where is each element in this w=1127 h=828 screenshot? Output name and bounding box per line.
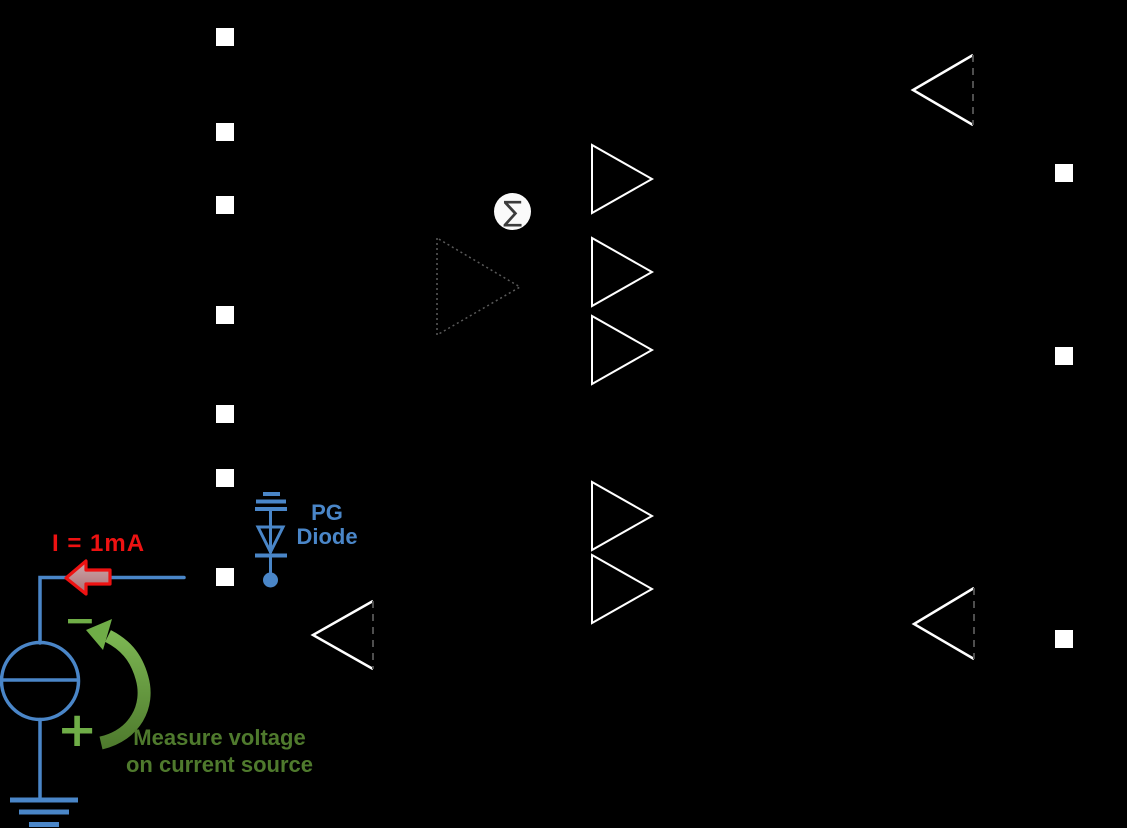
pg-diode-label-line1: PG bbox=[311, 500, 343, 525]
pin-pad-left-1 bbox=[216, 28, 234, 46]
pin-pad-left-5 bbox=[216, 405, 234, 423]
pg-diode-label: PG Diode bbox=[285, 501, 369, 549]
summation-symbol: ∑ bbox=[503, 195, 522, 228]
buffer-triangle-right-1-icon bbox=[591, 143, 655, 215]
pg-diode-label-line2: Diode bbox=[296, 524, 358, 549]
buffer-triangle-right-3-icon bbox=[591, 314, 655, 386]
pin-pad-left-6 bbox=[216, 469, 234, 487]
buffer-triangle-left-bottom-left-icon bbox=[310, 599, 374, 671]
buffer-triangle-right-5-icon bbox=[591, 553, 655, 625]
amplifier-triangle-dotted-icon bbox=[436, 236, 522, 337]
buffer-triangle-left-bottom-right-icon bbox=[911, 586, 975, 661]
current-source-symbol-icon bbox=[0, 640, 81, 799]
buffer-triangle-right-2-icon bbox=[591, 236, 655, 308]
measure-voltage-note-line1: Measure voltage bbox=[133, 725, 306, 750]
pin-pad-right-2 bbox=[1055, 347, 1073, 365]
measure-voltage-note-line2: on current source bbox=[125, 752, 314, 777]
pin-pad-right-3 bbox=[1055, 630, 1073, 648]
ground-symbol-icon bbox=[10, 797, 78, 827]
pin-pad-left-4 bbox=[216, 306, 234, 324]
pin-pad-left-7 bbox=[216, 568, 234, 586]
pin-pad-left-2 bbox=[216, 123, 234, 141]
polarity-minus-sign: − bbox=[64, 598, 96, 642]
buffer-triangle-right-4-icon bbox=[591, 480, 655, 552]
polarity-plus-sign: + bbox=[57, 702, 98, 758]
measure-voltage-note: Measure voltage on current source bbox=[112, 724, 327, 778]
current-direction-arrow-icon bbox=[64, 559, 112, 596]
measure-voltage-arrow-icon bbox=[86, 619, 151, 750]
current-value-label: I = 1mA bbox=[52, 530, 146, 557]
wire-to-current-source bbox=[38, 575, 186, 645]
pin-pad-right-1 bbox=[1055, 164, 1073, 182]
pin-pad-left-3 bbox=[216, 196, 234, 214]
buffer-triangle-left-top-icon bbox=[910, 53, 974, 127]
summation-node-circle bbox=[494, 193, 531, 230]
pg-diode-symbol-icon bbox=[255, 492, 287, 588]
